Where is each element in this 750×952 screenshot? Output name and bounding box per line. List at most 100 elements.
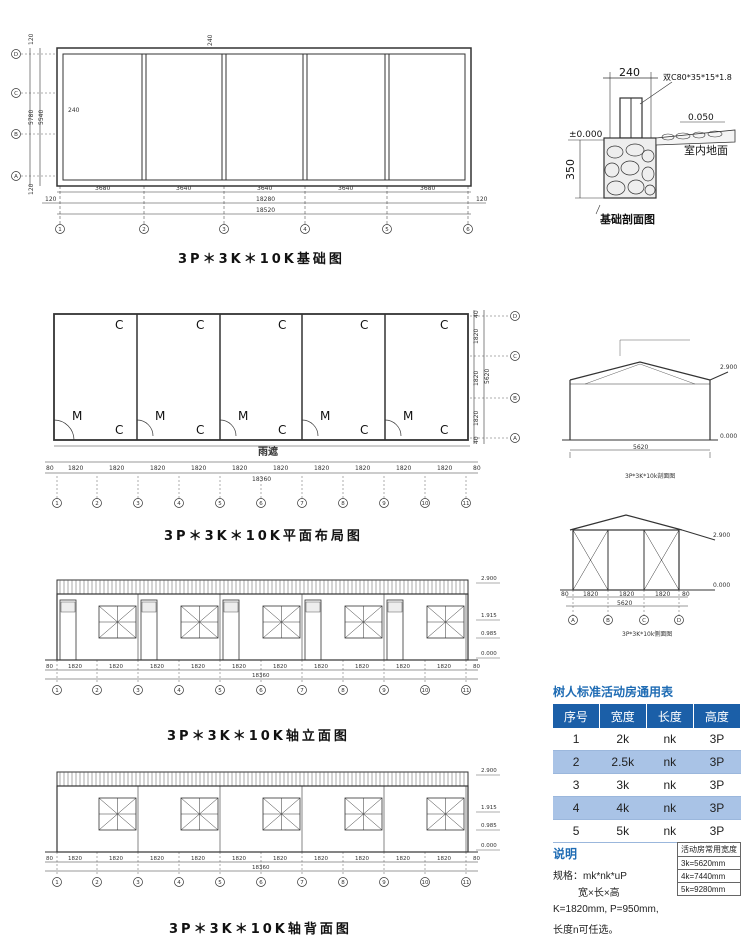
- dim-text: 18360: [252, 476, 271, 483]
- axis-number: 2: [95, 880, 99, 886]
- dim-text: 1820: [109, 465, 124, 472]
- axis-bubble: [11, 171, 21, 181]
- door-mark: M: [403, 409, 413, 423]
- foundation-plan: [29, 47, 486, 230]
- axis-bubble: [11, 129, 21, 139]
- notes-title: 说明: [553, 847, 578, 861]
- level-label: 1.915: [481, 805, 497, 811]
- note-line: 规格：mk*nk*uP: [553, 871, 627, 882]
- dim-text: 80: [473, 856, 480, 862]
- dim-text: 1820: [314, 465, 329, 472]
- header-length: 长度: [646, 704, 694, 728]
- dim-text: 1820: [314, 664, 328, 670]
- section-caption: 基础剖面图: [599, 212, 655, 226]
- axis-bubble: [133, 498, 143, 508]
- axis-number: 10: [422, 880, 429, 886]
- window-mark: C: [278, 423, 286, 437]
- door-mark: M: [320, 409, 330, 423]
- roof-panel: [56, 771, 469, 787]
- axis-number: 3: [136, 688, 140, 694]
- table-cell: 2.5k: [599, 750, 647, 774]
- level-label: 2.900: [720, 364, 737, 371]
- axis-bubble: [92, 685, 102, 695]
- level-label: 0.050: [688, 113, 714, 123]
- dim-text: 1820: [68, 856, 82, 862]
- roof-panel: [56, 579, 469, 595]
- floor-plan-caption: 3P＊3K＊10K平面布局图: [164, 529, 363, 544]
- dim-text: 1820: [68, 664, 82, 670]
- axis-bubble: [420, 877, 430, 887]
- axis-number: 4: [177, 688, 181, 694]
- table-cell: 1: [553, 728, 600, 751]
- axis-letter: D: [14, 52, 18, 58]
- axis-number: 4: [177, 501, 181, 507]
- dim-text: 1820: [583, 591, 598, 598]
- axis-bubble: [92, 877, 102, 887]
- axis-number: 9: [382, 501, 386, 507]
- dim-text: 18520: [256, 207, 275, 214]
- axis-bubble: [461, 685, 471, 695]
- axis-number: 6: [259, 880, 263, 886]
- dim-text: 1820: [355, 664, 369, 670]
- rear-elevation-caption: 3P＊3K＊10K轴背面图: [169, 922, 352, 937]
- axis-number: 5: [385, 227, 389, 233]
- door-mark: M: [155, 409, 165, 423]
- level-label: 2.900: [481, 576, 497, 582]
- level-label: 0.985: [481, 631, 497, 637]
- axis-bubble: [256, 877, 266, 887]
- dim-text: 1820: [655, 591, 670, 598]
- dim-text: 3640: [257, 185, 272, 192]
- table-cell: nk: [646, 796, 694, 820]
- door-mark: M: [72, 409, 82, 423]
- dim-text: 1820: [396, 664, 410, 670]
- axis-bubble: [219, 224, 229, 234]
- dim-text: 80: [561, 591, 569, 598]
- note-line: 长度n可任选。: [553, 925, 619, 936]
- spec-table-title: 树人标准活动房通用表: [553, 685, 674, 699]
- wall-outline: [56, 593, 469, 661]
- axis-bubble: [510, 351, 520, 361]
- table-cell: 3: [553, 773, 600, 797]
- section-caption: 3P*3K*10k剖面图: [625, 472, 675, 480]
- dim-text: 1820: [473, 371, 480, 386]
- floor-plan: [45, 310, 485, 474]
- axis-letter: C: [642, 618, 646, 624]
- dim-text: 18280: [256, 196, 275, 203]
- dim-text: 1820: [473, 329, 480, 344]
- axis-number: 7: [300, 501, 304, 507]
- dim-text: 1820: [437, 465, 452, 472]
- front-elevation-caption: 3P＊3K＊10K轴立面图: [167, 729, 350, 744]
- axis-bubble: [297, 877, 307, 887]
- axis-bubble: [461, 877, 471, 887]
- axis-bubble: [338, 685, 348, 695]
- axis-bubble: [510, 393, 520, 403]
- side-section: [562, 339, 729, 458]
- dim-text: 40: [473, 436, 480, 444]
- dim-text: 1820: [191, 664, 205, 670]
- axis-number: 8: [341, 880, 345, 886]
- table-cell: 2k: [599, 728, 647, 751]
- axis-bubble: [461, 498, 471, 508]
- indoor-label: 室内地面: [684, 143, 728, 157]
- table-cell: 3P: [693, 728, 741, 751]
- axis-bubble: [215, 877, 225, 887]
- note-line: 宽×长×高: [578, 888, 620, 899]
- header-index: 序号: [553, 704, 600, 728]
- axis-bubble: [639, 615, 649, 625]
- dim-text: 1820: [150, 856, 164, 862]
- table-cell: 3P: [693, 819, 741, 843]
- axis-bubble: [297, 498, 307, 508]
- dim-text: 1820: [396, 856, 410, 862]
- dim-text: 120: [45, 196, 57, 203]
- axis-bubble: [338, 877, 348, 887]
- dim-text: 3640: [338, 185, 353, 192]
- dim-text: 1820: [150, 664, 164, 670]
- table-cell: 4k: [599, 796, 647, 820]
- dim-text: 80: [473, 465, 481, 472]
